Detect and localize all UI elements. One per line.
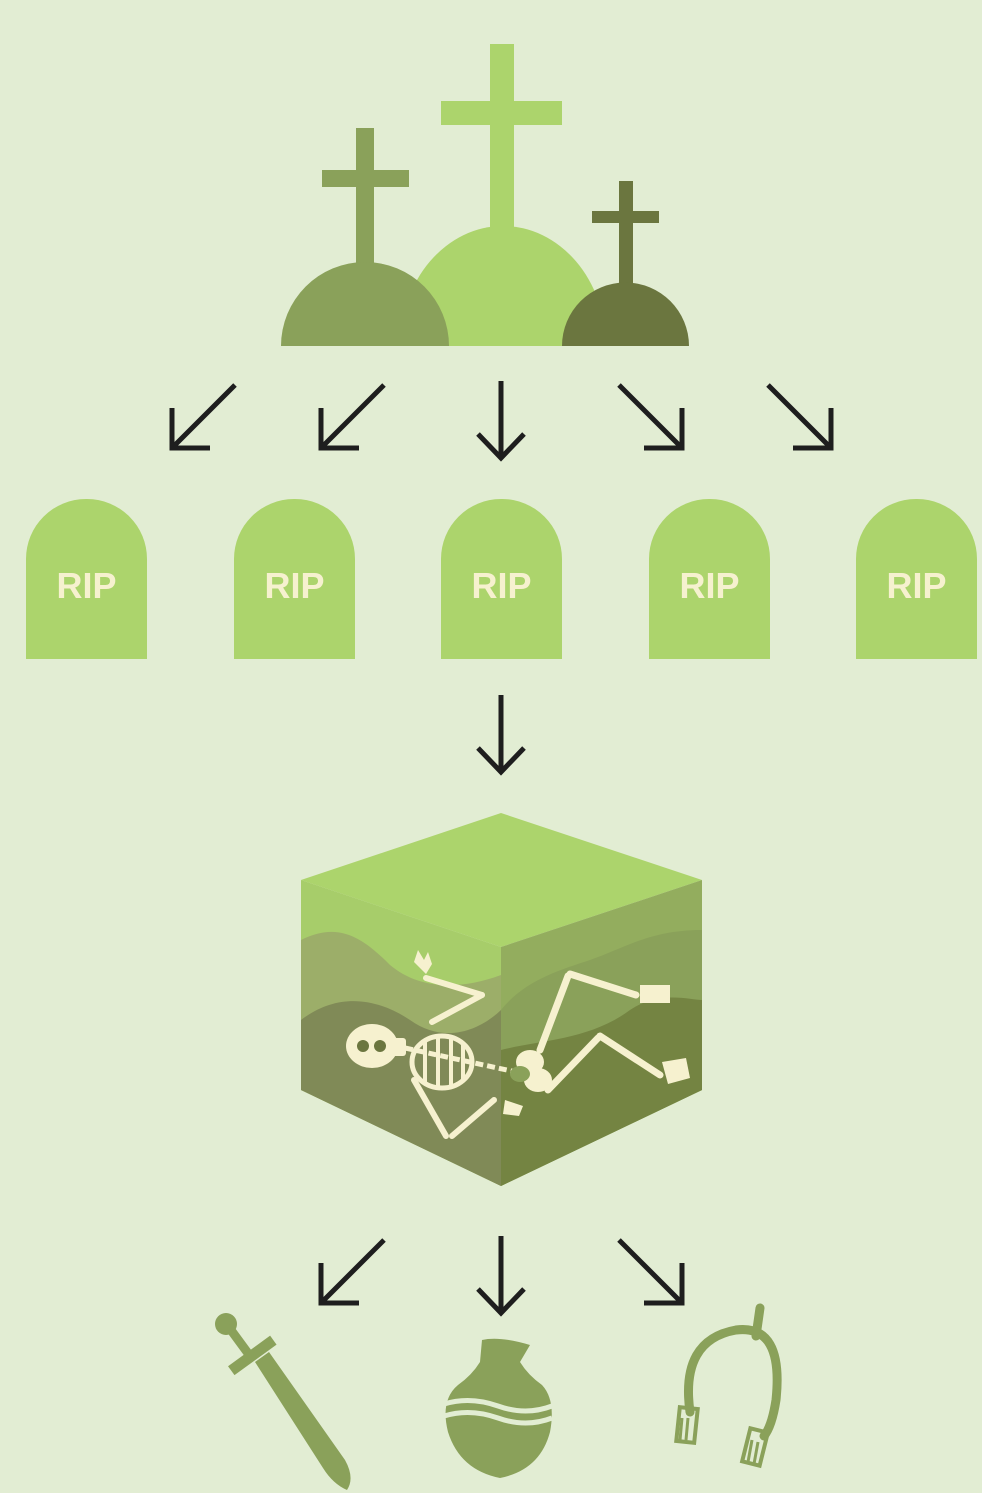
arrow-down-right [766, 383, 834, 451]
arrow-down [476, 695, 526, 776]
tombstone-label: RIP [886, 565, 947, 606]
arrow-down-right [617, 1238, 685, 1306]
tombstone-label: RIP [471, 565, 532, 606]
arrow-down-left [318, 383, 386, 451]
tombstone-1: RIP [26, 499, 147, 659]
arrow-down-right [617, 383, 685, 451]
tombstone-label: RIP [56, 565, 117, 606]
tombstone-5: RIP [856, 499, 977, 659]
arrow-down-left [318, 1238, 386, 1306]
tombstone-2: RIP [234, 499, 355, 659]
arrow-down-left [169, 383, 237, 451]
tombstone-4: RIP [649, 499, 770, 659]
tombstone-label: RIP [679, 565, 740, 606]
arrow-down [476, 1236, 526, 1317]
arrow-down [476, 381, 526, 462]
tombstone-label: RIP [264, 565, 325, 606]
tombstone-3: RIP [441, 499, 562, 659]
